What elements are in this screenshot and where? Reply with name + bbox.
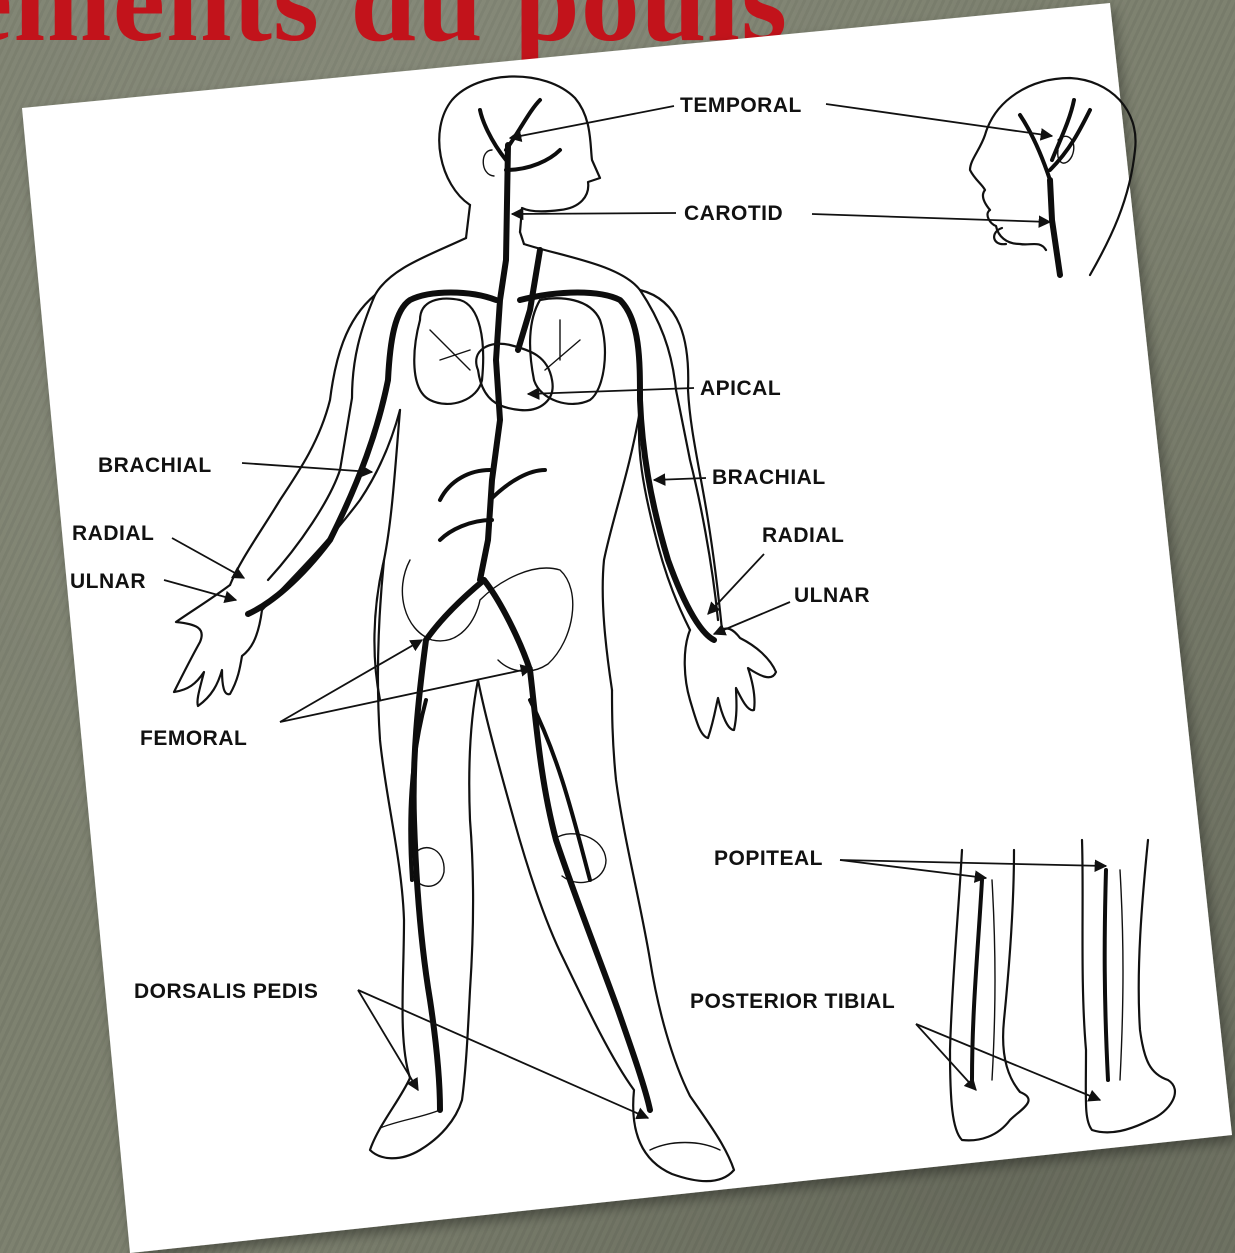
label-dorsalis-pedis: DORSALIS PEDIS [134,980,318,1003]
label-popiteal: POPITEAL [714,847,823,870]
label-carotid: CAROTID [684,202,783,225]
label-posterior-tibial: POSTERIOR TIBIAL [690,990,895,1013]
label-brachial-left: BRACHIAL [98,454,212,477]
label-femoral: FEMORAL [140,727,247,750]
label-brachial-right: BRACHIAL [712,466,826,489]
label-radial-left: RADIAL [72,522,154,545]
label-radial-right: RADIAL [762,524,844,547]
label-ulnar-right: ULNAR [794,584,870,607]
label-apical: APICAL [700,377,781,400]
label-ulnar-left: ULNAR [70,570,146,593]
label-temporal: TEMPORAL [680,94,802,117]
